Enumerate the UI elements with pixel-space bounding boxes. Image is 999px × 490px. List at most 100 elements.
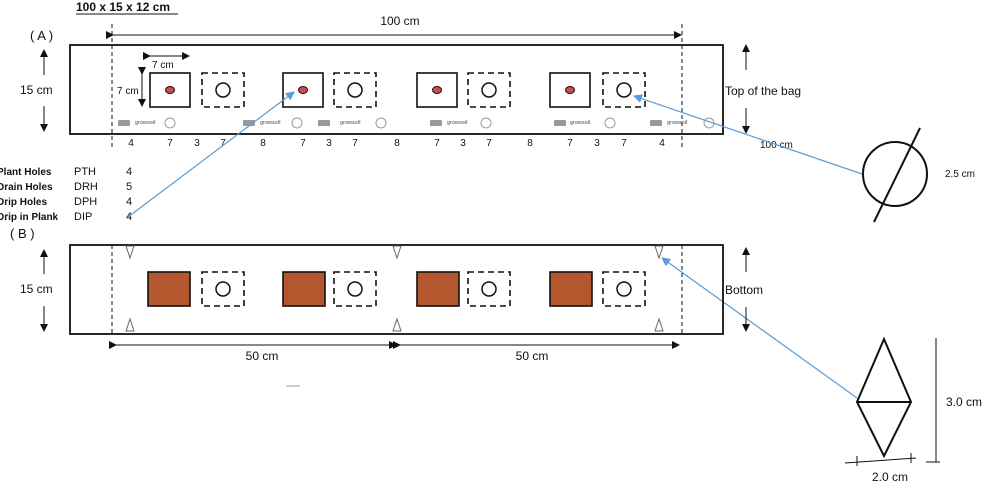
svg-text:growsoil: growsoil	[667, 120, 688, 126]
segment-label: 3	[326, 138, 332, 149]
bag-length-note: 100 cm	[760, 140, 793, 151]
segment-dimensions: 4 7 3 7 8 7 3 7 8 7 3 7 8 7 3 7 4	[128, 138, 665, 149]
panel-a-height-label: 15 cm	[20, 83, 53, 97]
plant-hole-group-4	[549, 72, 591, 108]
drip-hole-group-1	[201, 72, 245, 108]
segment-label: 7	[300, 138, 306, 149]
svg-text:growsoil: growsoil	[447, 120, 468, 126]
drip-hole-group-3	[467, 72, 511, 108]
plant-hole-square	[549, 72, 591, 108]
legend-count: 4	[126, 166, 132, 178]
hole-diameter-label: 2.5 cm	[945, 169, 975, 180]
bag-size-title: 100 x 15 x 12 cm	[76, 0, 170, 14]
drain-hole-marker	[654, 317, 664, 332]
segment-label: 7	[220, 138, 226, 149]
plant-hole-square	[282, 72, 324, 108]
plant-hole	[565, 86, 575, 94]
segment-label: 7	[434, 138, 440, 149]
svg-text:growsoil: growsoil	[570, 120, 591, 126]
left-half-label: 50 cm	[246, 349, 279, 363]
drain-hole-marker	[392, 245, 402, 260]
drain-hole	[215, 281, 231, 297]
drain-width-dimension	[844, 457, 917, 464]
segment-label: 7	[486, 138, 492, 149]
segment-label: 3	[460, 138, 466, 149]
drain-hole	[616, 281, 632, 297]
panel-a-label: ( A )	[30, 28, 53, 43]
plant-hole	[298, 86, 308, 94]
hole-legend: Plant Holes PTH 4 Drain Holes DRH 5 Drip…	[0, 166, 132, 223]
drain-detail-pointer-arrow	[661, 257, 858, 399]
panel-a-width-label: 100 cm	[380, 14, 419, 28]
panel-b-height-label: 15 cm	[20, 282, 53, 296]
legend-code: PTH	[74, 166, 96, 178]
drain-hole	[481, 281, 497, 297]
drain-hole-dashed-square	[333, 271, 377, 307]
drain-hole-marker	[654, 245, 664, 260]
plant-hole-group-1	[149, 72, 191, 108]
legend-name: Drain Holes	[0, 182, 53, 193]
segment-label: 4	[128, 138, 134, 149]
hole-detail: 2.5 cm	[862, 127, 975, 223]
drain-hole-dashed-square	[467, 271, 511, 307]
legend-name: Plant Holes	[0, 167, 52, 178]
drain-width-label: 2.0 cm	[872, 470, 908, 484]
bottom-drain-group-3	[467, 271, 511, 307]
legend-name: Drip in Plank	[0, 212, 59, 223]
drain-hole-dashed-square	[201, 271, 245, 307]
drain-hole-marker	[392, 317, 402, 332]
plant-hole-square	[416, 72, 458, 108]
segment-label: 8	[394, 138, 400, 149]
drip-plank-2	[282, 271, 326, 307]
segment-label: 3	[194, 138, 200, 149]
drip-plank-1	[147, 271, 191, 307]
plant-hole-group-3	[416, 72, 458, 108]
square-height-label: 7 cm	[117, 86, 139, 97]
drip-hole-dashed-square	[467, 72, 511, 108]
segment-label: 3	[594, 138, 600, 149]
drain-diamond	[855, 336, 913, 459]
square-width-label: 7 cm	[152, 60, 174, 71]
legend-count: 4	[126, 196, 132, 208]
drain-hole-marker	[125, 245, 135, 260]
hole-detail-pointer-arrow	[633, 94, 863, 175]
svg-text:growsoil: growsoil	[260, 120, 281, 126]
drip-hole-dashed-square	[201, 72, 245, 108]
legend-name: Drip Holes	[0, 197, 47, 208]
hole-detail-slash	[873, 127, 921, 223]
segment-label: 8	[527, 138, 533, 149]
bottom-drain-group-1	[201, 271, 245, 307]
panel-b-bag-outline	[69, 244, 724, 335]
segment-label: 7	[352, 138, 358, 149]
drain-hole-dashed-square	[602, 271, 646, 307]
segment-label: 7	[167, 138, 173, 149]
drip-hole-group-4	[602, 72, 646, 108]
drip-hole	[481, 82, 497, 98]
drip-plank-4	[549, 271, 593, 307]
segment-label: 8	[260, 138, 266, 149]
drip-hole	[347, 82, 363, 98]
plant-hole-group-2	[282, 72, 324, 108]
right-half-label: 50 cm	[516, 349, 549, 363]
legend-count: 5	[126, 181, 132, 193]
legend-code: DIP	[74, 211, 92, 223]
svg-text:growsoil: growsoil	[135, 120, 156, 126]
hole-detail-circle	[862, 141, 928, 207]
segment-label: 7	[621, 138, 627, 149]
drain-triangles	[125, 245, 664, 332]
drain-detail: 3.0 cm 2.0 cm	[844, 336, 982, 484]
growsoil-logo-strip: growsoil growsoil growsoil growsoil grow…	[118, 117, 715, 129]
panel-b-label: ( B )	[10, 226, 35, 241]
bottom-drain-group-4	[602, 271, 646, 307]
drip-hole-dashed-square	[602, 72, 646, 108]
drain-hole	[347, 281, 363, 297]
bottom-side-label: Bottom	[725, 283, 763, 297]
drip-plank-3	[416, 271, 460, 307]
bottom-drain-group-2	[333, 271, 377, 307]
legend-code: DPH	[74, 196, 97, 208]
drip-hole	[616, 82, 632, 98]
drip-hole-group-2	[333, 72, 377, 108]
svg-text:growsoil: growsoil	[340, 120, 361, 126]
drip-hole	[215, 82, 231, 98]
